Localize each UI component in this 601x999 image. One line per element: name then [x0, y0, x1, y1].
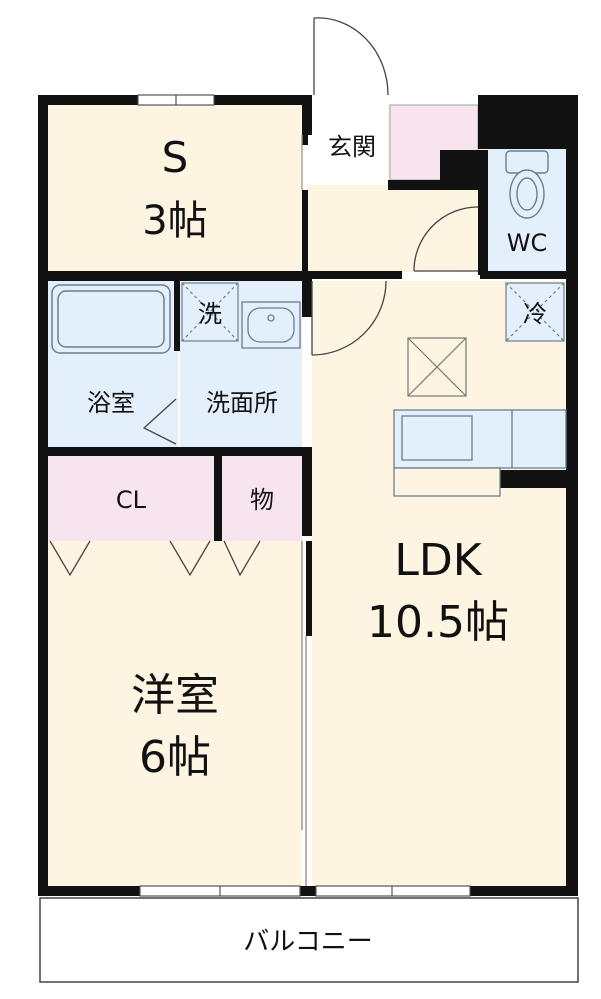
- wc-label: WC: [507, 229, 548, 257]
- bath-label: 浴室: [87, 389, 135, 417]
- closet-label: CL: [116, 486, 147, 514]
- western-size: 6帖: [139, 732, 211, 783]
- balcony-floor: [39, 897, 579, 983]
- toilet: [505, 150, 549, 219]
- genkan-label: 玄関: [328, 133, 376, 161]
- s-room-size: 3帖: [142, 198, 207, 244]
- range-hood: [407, 337, 467, 397]
- western-name: 洋室: [131, 670, 219, 721]
- fridge-label: 冷: [523, 300, 547, 328]
- wash-basin: [241, 301, 301, 349]
- bathtub: [51, 284, 171, 354]
- washer-label: 洗: [198, 300, 222, 328]
- genkan-floor: [306, 105, 388, 185]
- kitchen-counter: [393, 409, 567, 497]
- storage-label: 物: [250, 486, 274, 514]
- walls: [38, 95, 578, 896]
- windows: [137, 94, 471, 897]
- ldk-name: LDK: [394, 535, 482, 586]
- s-room-floor: [48, 105, 302, 271]
- western-floor: [48, 541, 302, 886]
- s-room-name: S: [162, 133, 189, 182]
- balcony-label: バルコニー: [243, 927, 372, 957]
- doors: [49, 17, 479, 886]
- washroom-label: 洗面所: [206, 389, 278, 417]
- fridge-space: [505, 282, 565, 342]
- washer-space: [181, 282, 239, 342]
- storage-floor: [222, 456, 302, 541]
- ldk-size: 10.5帖: [367, 597, 509, 648]
- closet-floor: [48, 456, 214, 541]
